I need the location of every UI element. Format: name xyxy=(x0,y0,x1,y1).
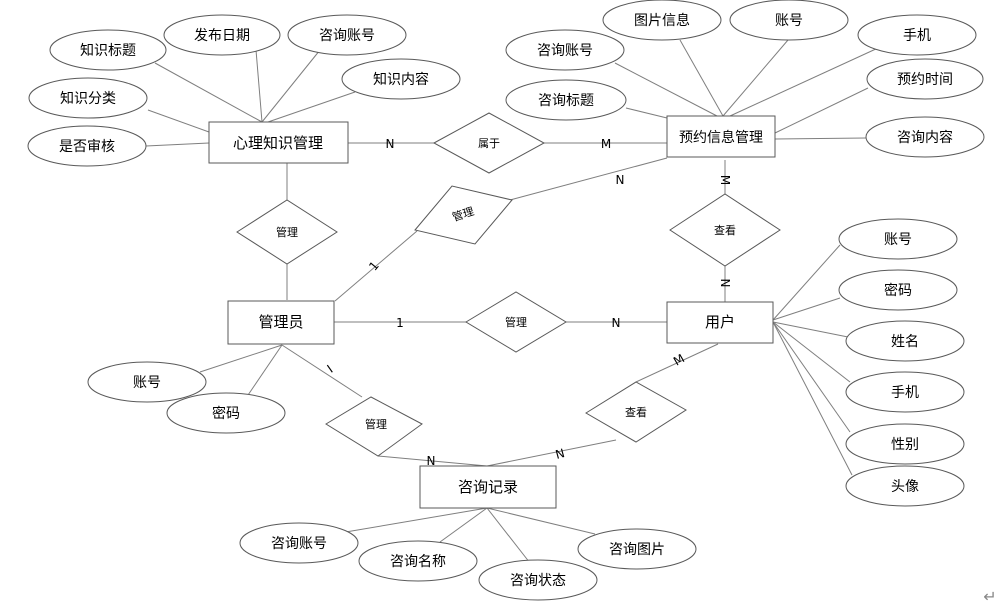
entity-admin-label: 管理员 xyxy=(258,313,303,331)
attr-admin-password: 密码 xyxy=(166,392,286,434)
paragraph-mark-icon: ↵ xyxy=(983,587,996,606)
cardinality-knowledge-belongs: N xyxy=(386,137,395,151)
attr-knowledge-category-label: 知识分类 xyxy=(60,90,116,107)
attr-consult-image-label: 咨询图片 xyxy=(609,542,665,558)
attr-user-name: 姓名 xyxy=(845,320,965,362)
relationship-manage-consult: 管理 xyxy=(325,396,423,457)
attr-appointment-account-label: 账号 xyxy=(775,13,803,29)
attr-user-account-label: 账号 xyxy=(884,232,912,248)
relationship-manage-user-label: 管理 xyxy=(505,315,527,329)
attr-knowledge-account: 咨询账号 xyxy=(287,14,407,56)
entity-user-label: 用户 xyxy=(705,313,735,331)
relationship-view-appointment: 查看 xyxy=(669,193,781,267)
relationship-manage-appointment-label: 管理 xyxy=(450,204,475,224)
attr-appointment-consult-account-label: 咨询账号 xyxy=(537,43,593,59)
attr-consult-account-label: 咨询账号 xyxy=(271,536,327,552)
relationship-manage-appointment: 管理 xyxy=(414,185,513,245)
cardinality-manage-consult: N xyxy=(427,454,436,468)
attr-user-account: 账号 xyxy=(838,218,958,260)
attr-knowledge-title: 知识标题 xyxy=(49,29,167,71)
cardinality-admin-manage-consult: I xyxy=(325,362,336,376)
cardinality-manage-user: N xyxy=(612,316,621,330)
attr-user-avatar-label: 头像 xyxy=(891,479,919,495)
attr-knowledge-content-label: 知识内容 xyxy=(373,71,429,88)
relationship-view-appointment-label: 查看 xyxy=(714,223,736,237)
attr-consult-account: 咨询账号 xyxy=(239,522,359,564)
attr-consult-name-label: 咨询名称 xyxy=(390,554,446,570)
cardinality-admin-manage-user: 1 xyxy=(396,316,404,330)
attr-user-name-label: 姓名 xyxy=(891,334,919,350)
cardinality-view-user: N xyxy=(718,279,732,288)
entity-appointment-label: 预约信息管理 xyxy=(679,129,763,146)
attr-user-avatar: 头像 xyxy=(845,465,965,507)
attr-knowledge-date: 发布日期 xyxy=(163,14,281,56)
entity-knowledge: 心理知识管理 xyxy=(208,121,349,164)
entity-knowledge-label: 心理知识管理 xyxy=(233,134,323,152)
relationship-manage-consult-label: 管理 xyxy=(365,417,387,431)
relationship-belongs-label: 属于 xyxy=(478,137,500,150)
attr-consult-status: 咨询状态 xyxy=(478,559,598,601)
relationship-belongs: 属于 xyxy=(432,112,546,174)
attr-consult-image: 咨询图片 xyxy=(577,528,697,570)
attr-user-phone: 手机 xyxy=(845,371,965,413)
attr-user-gender: 性别 xyxy=(845,423,965,465)
cardinality-consult-view: N xyxy=(554,446,566,462)
relationship-manage-knowledge-label: 管理 xyxy=(276,225,298,239)
attr-knowledge-date-label: 发布日期 xyxy=(194,28,250,44)
attr-appointment-content: 咨询内容 xyxy=(865,116,985,158)
entity-appointment: 预约信息管理 xyxy=(666,115,776,158)
relationship-view-consult: 查看 xyxy=(585,381,687,443)
cardinality-belongs-appointment: M xyxy=(601,137,611,151)
attr-admin-password-label: 密码 xyxy=(212,405,240,422)
attr-user-phone-label: 手机 xyxy=(891,385,919,401)
entity-consult-label: 咨询记录 xyxy=(458,478,518,496)
attr-knowledge-reviewed: 是否审核 xyxy=(27,125,147,167)
entity-consult: 咨询记录 xyxy=(419,465,557,509)
attr-knowledge-title-label: 知识标题 xyxy=(80,42,136,59)
attr-admin-account: 账号 xyxy=(87,361,207,403)
attr-user-gender-label: 性别 xyxy=(891,437,919,453)
attr-knowledge-reviewed-label: 是否审核 xyxy=(59,139,115,155)
attr-appointment-time-label: 预约时间 xyxy=(897,72,953,88)
attr-user-password: 密码 xyxy=(838,269,958,311)
attr-appointment-title-label: 咨询标题 xyxy=(538,93,594,109)
attr-appointment-account: 账号 xyxy=(729,0,849,41)
attr-appointment-content-label: 咨询内容 xyxy=(897,129,953,146)
connector-lines xyxy=(145,39,879,564)
attr-appointment-phone: 手机 xyxy=(857,14,977,56)
attr-user-password-label: 密码 xyxy=(884,282,912,299)
entity-admin: 管理员 xyxy=(227,300,335,345)
attr-appointment-image-label: 图片信息 xyxy=(634,12,690,29)
attr-knowledge-category: 知识分类 xyxy=(28,77,148,119)
cardinality-view-user-m: M xyxy=(671,351,687,368)
relationship-manage-user: 管理 xyxy=(465,291,567,353)
attr-knowledge-content: 知识内容 xyxy=(341,58,461,100)
attr-admin-account-label: 账号 xyxy=(133,375,161,391)
relationship-manage-knowledge: 管理 xyxy=(236,199,338,265)
entity-user: 用户 xyxy=(666,301,774,344)
attr-consult-name: 咨询名称 xyxy=(358,540,478,582)
attr-appointment-title: 咨询标题 xyxy=(505,79,627,121)
attr-appointment-phone-label: 手机 xyxy=(903,28,931,44)
cardinality-manage-admin: 1 xyxy=(366,259,382,274)
cardinality-appointment-view: M xyxy=(718,175,732,185)
attr-appointment-time: 预约时间 xyxy=(866,58,984,100)
attr-appointment-image: 图片信息 xyxy=(602,0,722,41)
attr-consult-status-label: 咨询状态 xyxy=(510,573,566,589)
relationship-view-consult-label: 查看 xyxy=(625,405,647,419)
cardinality-appointment-manage: N xyxy=(616,173,625,187)
attr-knowledge-account-label: 咨询账号 xyxy=(319,28,375,44)
attr-appointment-consult-account: 咨询账号 xyxy=(505,29,625,71)
